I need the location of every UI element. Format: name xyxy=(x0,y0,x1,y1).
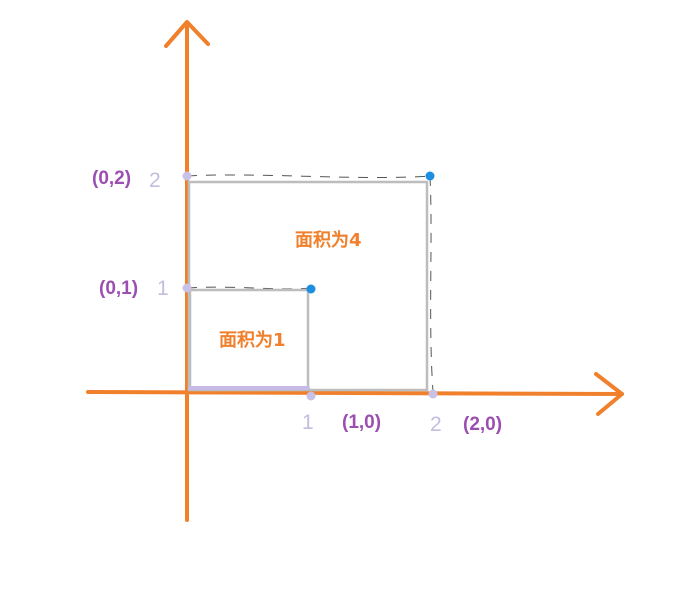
large-square-area-label: 面积为4 xyxy=(295,229,362,251)
small-square xyxy=(186,284,316,390)
y-tick-2: 2 xyxy=(149,169,161,192)
x2-tick-dot xyxy=(428,389,438,399)
x-tick-1: 1 xyxy=(302,411,314,434)
x-axis-arrowhead xyxy=(594,372,624,416)
large-square-corner-dot xyxy=(425,171,435,181)
small-square-area-label: 面积为1 xyxy=(219,329,286,351)
x-tick-2: 2 xyxy=(430,413,442,436)
small-square-corner-dot xyxy=(306,284,316,294)
y-tick-1: 1 xyxy=(157,277,169,300)
x-axis xyxy=(86,372,624,416)
coord-label-1-0: (1,0) xyxy=(342,412,381,433)
y1-tick-dot xyxy=(182,283,192,293)
coord-label-2-0: (2,0) xyxy=(463,414,502,435)
coord-label-0-1: (0,1) xyxy=(99,278,138,299)
large-square xyxy=(186,171,435,393)
x1-tick-dot xyxy=(306,391,316,401)
y-axis-arrowhead xyxy=(164,20,210,48)
coord-label-0-2: (0,2) xyxy=(92,168,131,189)
y2-tick-dot xyxy=(182,171,192,181)
y-axis xyxy=(164,20,210,522)
